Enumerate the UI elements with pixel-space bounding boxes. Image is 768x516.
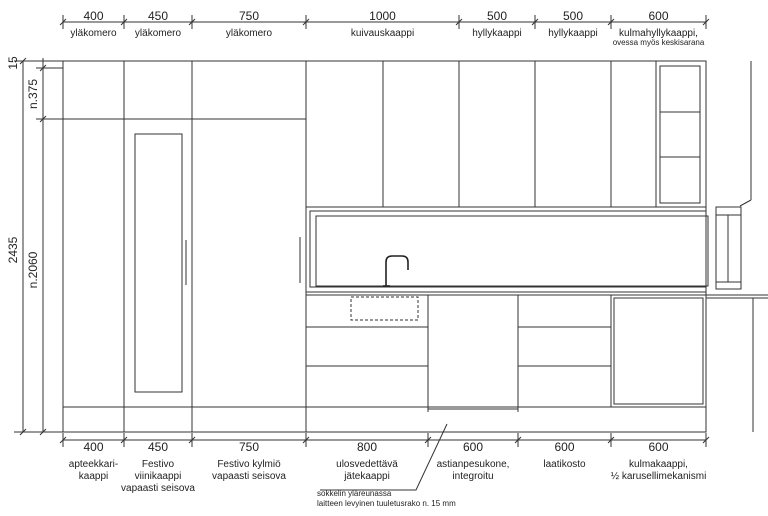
bottom-label-2-3: vapaasti seisova <box>121 483 195 494</box>
backsplash-niche <box>309 210 707 288</box>
top-label-2-1: yläkomero <box>135 28 182 39</box>
top-dimension-1: 400 <box>83 9 103 23</box>
top-label-4-1: kuivauskaappi <box>351 28 414 39</box>
note-line-1: sokkelin yläreunassa <box>317 489 392 498</box>
dishwasher-front <box>427 407 519 412</box>
top-dimension-7: 600 <box>648 9 668 23</box>
bottom-label-2-2: viinikaappi <box>135 471 182 482</box>
top-dimension-4: 1000 <box>369 9 396 23</box>
bottom-dimension-4: 800 <box>357 440 377 454</box>
corner-base-cabinet-door <box>613 297 704 405</box>
bottom-dimension-2: 450 <box>148 440 168 454</box>
top-dimension-3: 750 <box>239 9 259 23</box>
bottom-label-3-1: Festivo kylmiö <box>217 459 281 470</box>
wine-cabinet-glass-door <box>134 133 183 393</box>
dim-total: 2435 <box>6 236 20 263</box>
bottom-dimension-row: 400 apteekkari-kaappi 450Festivoviinikaapp… <box>59 433 710 494</box>
note-line-2: laitteen levyinen tuuletusrako n. 15 mm <box>317 499 456 508</box>
top-label-1-1: yläkomero <box>70 28 117 39</box>
bottom-label-1-1: apteekkari- <box>69 459 118 470</box>
top-label-5-1: hyllykaappi <box>472 28 521 39</box>
bottom-dimension-1: 400 <box>83 440 103 454</box>
dim-upper: n.375 <box>26 79 40 109</box>
bottom-label-4-2: jätekaappi <box>343 471 390 482</box>
sink-outline <box>350 296 419 321</box>
note-leader <box>320 423 448 491</box>
bottom-dimension-5: 600 <box>463 440 483 454</box>
bottom-label-7-1: kulmakaappi, <box>629 459 688 470</box>
bottom-label-7-2: ½ karusellimekanismi <box>611 471 707 482</box>
top-label-7-1: kulmahyllykaappi, <box>619 28 698 39</box>
cabinet-outline <box>62 60 707 433</box>
bottom-label-2-1: Festivo <box>142 459 175 470</box>
bottom-label-6-1: laatikosto <box>543 459 586 470</box>
bottom-label-1-2: kaappi <box>79 471 108 482</box>
corner-shelf-cabinet <box>659 65 701 204</box>
dim-lower: n.2060 <box>26 251 40 288</box>
bottom-label-5-1: astianpesukone, <box>437 459 510 470</box>
side-window <box>715 206 742 290</box>
top-dimension-5: 500 <box>487 9 507 23</box>
top-label-6-1: hyllykaappi <box>548 28 597 39</box>
bottom-label-4-1: ulosvedettävä <box>336 459 398 470</box>
bottom-dimension-7: 600 <box>648 440 668 454</box>
top-dimension-2: 450 <box>148 9 168 23</box>
top-label-7-2: ovessa myös keskisarana <box>613 38 705 47</box>
bottom-dimension-3: 750 <box>239 440 259 454</box>
bottom-label-5-2: integroitu <box>452 471 493 482</box>
faucet-icon <box>383 255 409 287</box>
top-dimension-6: 500 <box>563 9 583 23</box>
dim-top-gap: 15 <box>6 56 20 70</box>
bottom-dimension-6: 600 <box>554 440 574 454</box>
top-label-3-1: yläkomero <box>226 28 273 39</box>
top-dimension-row: 400 yläkomero 450 yläkomero 750 yläkomero 1000… <box>59 9 710 47</box>
bottom-label-3-2: vapaasti seisova <box>212 471 286 482</box>
